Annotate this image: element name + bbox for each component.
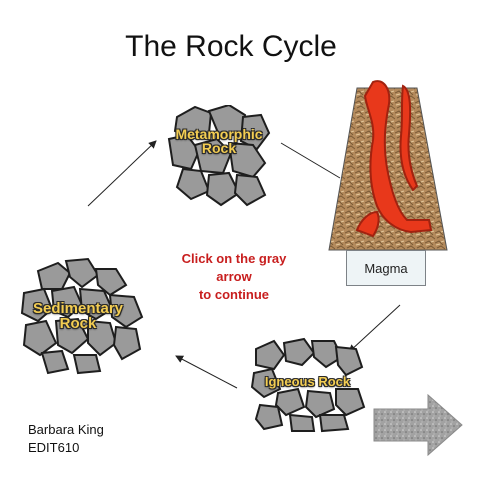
sedimentary-label-line2: Rock (59, 315, 97, 332)
igneous-rock: Igneous Rock (250, 335, 368, 433)
sedimentary-rock: Sedimentary Rock (18, 255, 146, 375)
sedimentary-label-line1: Sedimentary (32, 300, 124, 317)
page-title: The Rock Cycle (125, 30, 337, 63)
course-code: EDIT610 (28, 439, 80, 455)
author-credit: Barbara King EDIT610 (28, 421, 104, 456)
igneous-rock-label: Igneous Rock (264, 374, 351, 389)
lava-drip (355, 210, 380, 238)
instruction-line2: arrow (216, 269, 252, 285)
right-arrow-icon (373, 393, 463, 457)
next-arrow-button[interactable] (372, 393, 464, 457)
arrow-sedimentary-to-metamorphic (87, 140, 157, 207)
instruction-line1: Click on the gray (181, 251, 287, 266)
metamorphic-rock: Metamorphic Rock (165, 103, 275, 210)
instruction-line3: to continue (198, 287, 270, 303)
volcano (328, 80, 448, 251)
metamorphic-rock-stones (167, 103, 271, 207)
instruction-text: Click on the gray arrow to continue (160, 250, 308, 305)
metamorphic-rock-label: Metamorphic Rock (165, 127, 273, 155)
arrow-igneous-to-sedimentary (175, 355, 238, 389)
author-name: Barbara King (28, 422, 104, 437)
sedimentary-rock-stones (20, 257, 144, 375)
sedimentary-rock-label: Sedimentary Rock (18, 301, 138, 331)
magma-label-box: Magma (346, 250, 426, 286)
metamorphic-label-line2: Rock (201, 140, 237, 156)
metamorphic-label-line1: Metamorphic (175, 126, 263, 142)
lava-flow (363, 80, 433, 234)
igneous-rock-stones (250, 337, 366, 433)
lava-branch (399, 84, 419, 192)
